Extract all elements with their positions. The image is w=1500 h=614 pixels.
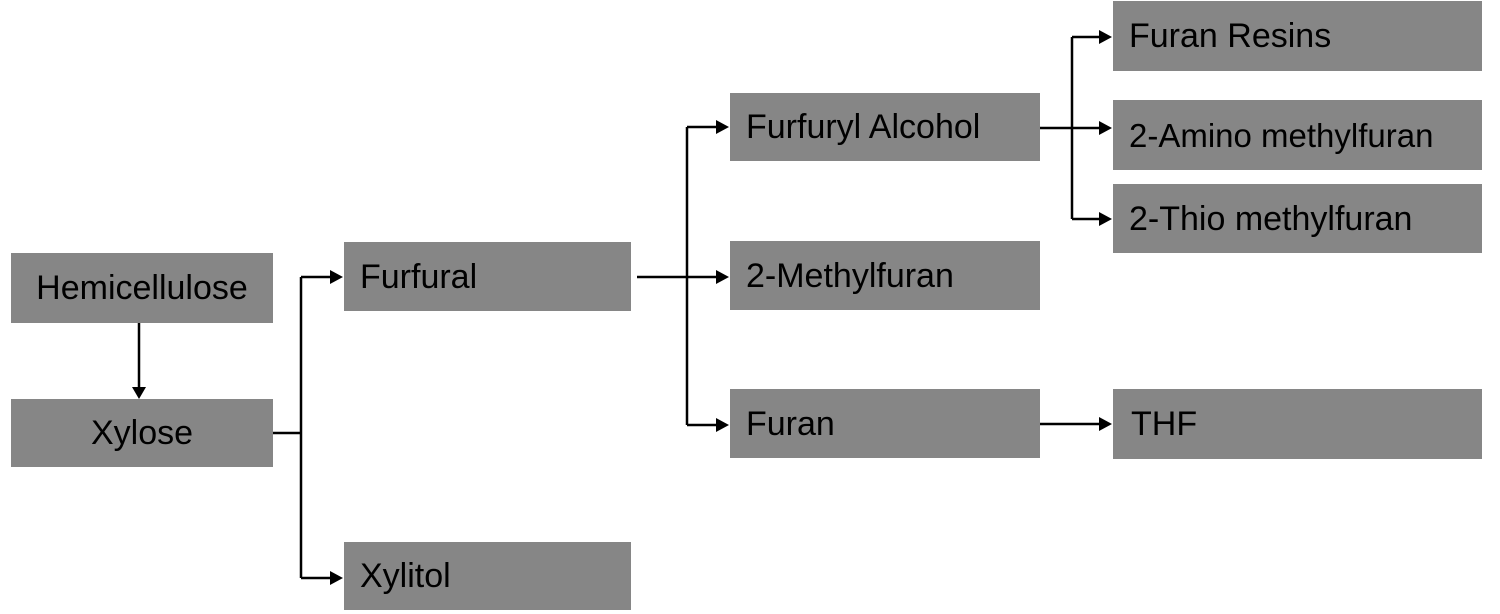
node-furfuryl-alcohol: Furfuryl Alcohol xyxy=(730,93,1040,161)
node-thf: THF xyxy=(1113,389,1482,459)
arrowhead-thf xyxy=(1099,417,1112,431)
node-2-thio-methylfuran: 2-Thio methylfuran xyxy=(1113,184,1482,253)
node-furan-resins: Furan Resins xyxy=(1113,1,1482,71)
node-furan: Furan xyxy=(730,389,1040,458)
node-2-methylfuran: 2-Methylfuran xyxy=(730,241,1040,310)
arrowhead-methylfuran xyxy=(716,270,729,284)
arrowhead-furfuryl xyxy=(716,120,729,134)
arrowhead-furfural xyxy=(330,270,343,284)
arrowhead-xylose xyxy=(132,387,146,399)
node-xylitol: Xylitol xyxy=(344,542,631,610)
node-xylose: Xylose xyxy=(11,399,273,467)
node-2-amino-methylfuran: 2-Amino methylfuran xyxy=(1113,100,1482,170)
arrowhead-amino xyxy=(1099,121,1112,135)
node-furfural: Furfural xyxy=(344,242,631,311)
arrowhead-resins xyxy=(1099,30,1112,44)
node-hemicellulose: Hemicellulose xyxy=(11,253,273,323)
arrowhead-furan xyxy=(716,418,729,432)
arrowhead-xylitol xyxy=(330,571,343,585)
arrowhead-thio xyxy=(1099,212,1112,226)
